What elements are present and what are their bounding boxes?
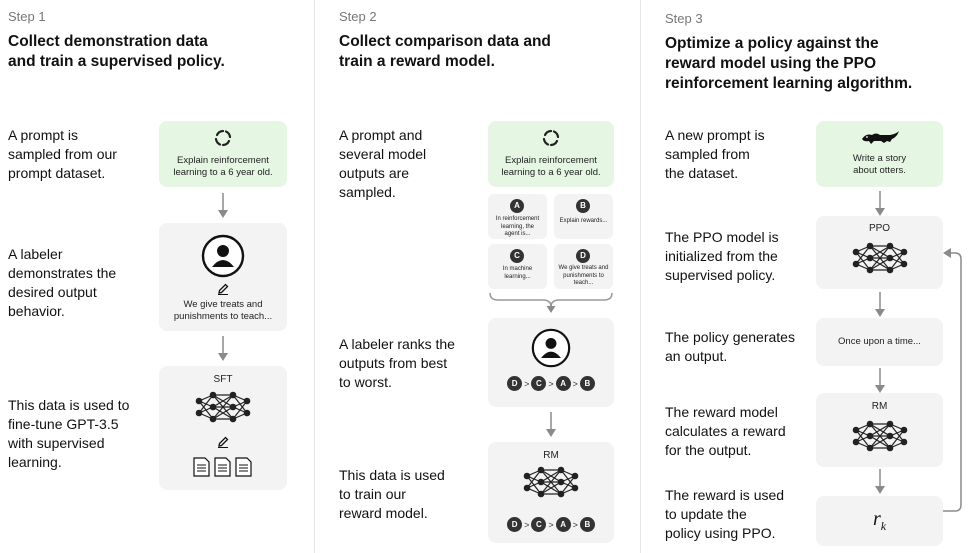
output-b-letter: B	[576, 199, 590, 213]
step2-rm-label: RM	[543, 450, 559, 461]
step1-title: Collect demonstration data and train a s…	[8, 33, 225, 70]
person-icon	[201, 234, 245, 278]
step3-desc-ppo: The PPO model is initialized from the su…	[665, 229, 779, 283]
step1-sft-label: SFT	[213, 374, 233, 385]
step3-label: Step 3	[665, 11, 703, 26]
arrow-down-icon	[875, 292, 885, 317]
step2-ranking-box: D > C > A > B	[488, 318, 614, 407]
step1-prompt-text: Explain reinforcement learning to a 6 ye…	[173, 155, 273, 178]
step2-rm-box: RM D > C > A > B	[488, 442, 614, 543]
rank-1: D	[507, 517, 523, 532]
step3-rm-box: RM	[816, 393, 943, 467]
reward-k: k	[880, 519, 887, 533]
step1-label: Step 1	[8, 9, 46, 24]
step2-prompt-text: Explain reinforcement learning to a 6 ye…	[501, 155, 601, 178]
rank-2: C	[531, 376, 547, 391]
step1-sft-box: SFT	[159, 366, 287, 490]
reward-r: r	[872, 508, 881, 530]
step2-title: Collect comparison data and train a rewa…	[339, 33, 551, 70]
step1-desc-finetune: This data is used to fine-tune GPT-3.5 w…	[8, 397, 130, 470]
step2-prompt-box: Explain reinforcement learning to a 6 ye…	[488, 121, 614, 187]
output-b-box: B Explain rewards...	[554, 194, 613, 239]
output-a-text: In reinforcement learning, the agent is.…	[495, 216, 540, 237]
step2-desc-train: This data is used to train our reward mo…	[339, 467, 445, 521]
output-b-text: Explain rewards...	[559, 218, 608, 224]
arrow-down-icon	[218, 193, 228, 218]
rank-3: A	[555, 376, 571, 391]
rank-sep: >	[572, 519, 578, 530]
output-c-letter: C	[510, 249, 524, 263]
rank-sep: >	[524, 519, 530, 530]
arrow-down-icon	[218, 336, 228, 361]
rank-1: D	[507, 376, 523, 391]
reward-symbol: rk	[816, 508, 943, 534]
step3-desc-update: The reward is used to update the policy …	[665, 487, 785, 541]
step1-labeler-box: We give treats and punishments to teach.…	[159, 223, 287, 331]
step2-ranking-row: D > C > A > B	[488, 376, 614, 391]
step3-title: Optimize a policy against the reward mod…	[665, 35, 913, 92]
step3-output-box: Once upon a time...	[816, 318, 943, 366]
divider-1	[314, 0, 315, 553]
rank-3: A	[555, 517, 571, 532]
step3-prompt-box: Write a story about otters.	[816, 121, 943, 187]
arrow-down-icon	[875, 368, 885, 393]
rank-sep: >	[524, 378, 530, 389]
output-d-text: We give treats and punishments to teach.…	[558, 265, 609, 286]
output-c-text: In machine learning...	[502, 266, 533, 280]
step3-desc-reward: The reward model calculates a reward for…	[665, 404, 786, 458]
output-a-box: A In reinforcement learning, the agent i…	[488, 194, 547, 239]
step2-desc-ranks: A labeler ranks the outputs from best to…	[339, 336, 455, 390]
pencil-icon	[218, 436, 229, 448]
rank-2: C	[531, 517, 547, 532]
step1-prompt-box: Explain reinforcement learning to a 6 ye…	[159, 121, 287, 187]
cycle-icon	[214, 129, 232, 147]
divider-2	[640, 0, 641, 553]
rank-4: B	[579, 517, 595, 532]
step3-output-text: Once upon a time...	[838, 336, 921, 347]
step3-desc-prompt: A new prompt is sampled from the dataset…	[665, 127, 765, 181]
step1-demo-text: We give treats and punishments to teach.…	[173, 299, 273, 322]
step2-rm-ranking-row: D > C > A > B	[488, 517, 614, 532]
pencil-icon	[218, 283, 229, 295]
output-a-letter: A	[510, 199, 524, 213]
step3-rm-label: RM	[871, 401, 888, 412]
step2-desc-sampled: A prompt and several model outputs are s…	[339, 127, 427, 200]
cycle-icon	[542, 129, 560, 147]
document-icon	[193, 457, 252, 477]
rank-sep: >	[548, 519, 554, 530]
neural-network-icon	[852, 242, 908, 274]
rank-sep: >	[548, 378, 554, 389]
rank-sep: >	[572, 378, 578, 389]
step1-desc-prompt: A prompt is sampled from our prompt data…	[8, 127, 117, 181]
person-icon	[531, 328, 571, 368]
arrow-down-icon	[875, 469, 885, 494]
brace-icon	[489, 292, 613, 313]
output-d-box: D We give treats and punishments to teac…	[554, 244, 613, 289]
output-c-box: C In machine learning...	[488, 244, 547, 289]
output-d-letter: D	[576, 249, 590, 263]
step1-desc-labeler: A labeler demonstrates the desired outpu…	[8, 246, 117, 319]
neural-network-icon	[852, 420, 908, 452]
arrow-down-icon	[546, 412, 556, 437]
rank-4: B	[579, 376, 595, 391]
step2-label: Step 2	[339, 9, 377, 24]
arrow-down-icon	[875, 191, 885, 216]
neural-network-icon	[523, 466, 579, 498]
loop-arrow-icon	[943, 248, 962, 512]
neural-network-icon	[195, 391, 251, 423]
step3-reward-box: rk	[816, 496, 943, 546]
step3-prompt-text: Write a story about otters.	[852, 153, 907, 176]
step3-ppo-box: PPO	[816, 216, 943, 289]
step3-ppo-label: PPO	[868, 223, 891, 234]
otter-icon	[862, 131, 899, 144]
step3-desc-output: The policy generates an output.	[665, 329, 795, 364]
